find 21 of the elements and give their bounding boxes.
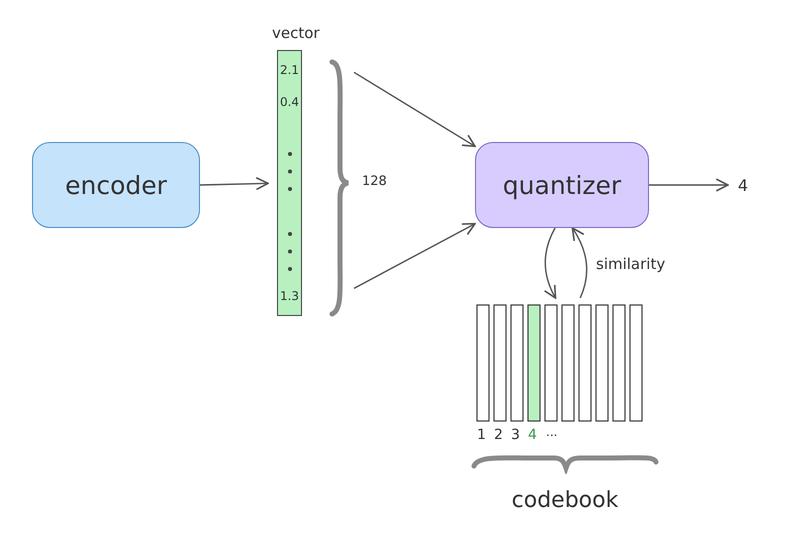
- index-label: 1: [477, 427, 486, 443]
- index-label: ...: [546, 425, 558, 439]
- dimension-label: 128: [362, 174, 387, 189]
- index-label: 3: [511, 427, 520, 443]
- vector-value: 0.4: [278, 95, 300, 109]
- index-label: 2: [494, 427, 503, 443]
- arrow: [572, 227, 588, 298]
- vector-heading: vector: [272, 24, 320, 42]
- process-box: quantizer: [475, 142, 649, 228]
- index-label: 4: [528, 427, 537, 443]
- arrow: [649, 178, 729, 192]
- arrow: [200, 176, 269, 190]
- process-box: encoder: [32, 142, 200, 228]
- arrow: [544, 228, 556, 299]
- codebook-heading: codebook: [510, 488, 620, 513]
- arrow: [354, 222, 476, 290]
- vector-value: 2.1: [278, 63, 300, 77]
- vector-value: 1.3: [278, 289, 300, 303]
- arrow: [354, 72, 476, 148]
- output-value: 4: [728, 168, 758, 202]
- edge-label: similarity: [596, 255, 666, 273]
